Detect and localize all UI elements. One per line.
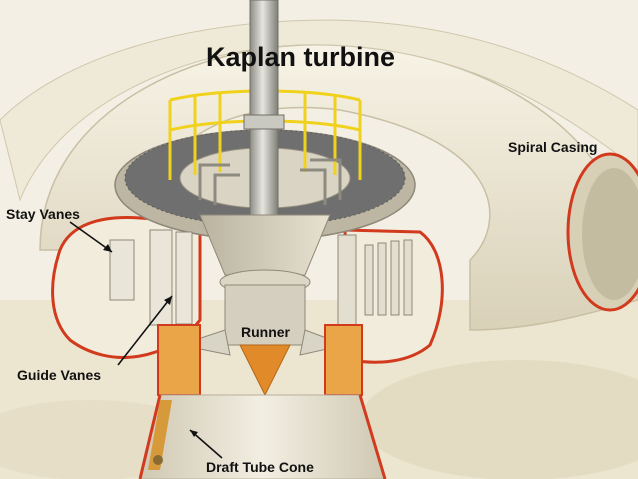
spiral-casing <box>0 19 638 364</box>
stay-vanes-leader <box>69 221 113 253</box>
label-guide-vanes: Guide Vanes <box>17 367 102 383</box>
deck-piping <box>198 158 342 205</box>
discharge-ring <box>157 324 363 396</box>
label-runner: Runner <box>241 324 290 340</box>
diagram-title: Kaplan turbine <box>206 42 396 72</box>
leader-lines <box>69 221 223 459</box>
label-spiral-casing: Spiral Casing <box>508 139 598 155</box>
label-stay-vanes: Stay Vanes <box>6 206 80 222</box>
guide-vanes-leader <box>117 295 173 366</box>
label-draft-tube-cone: Draft Tube Cone <box>206 459 314 475</box>
draft-tube-cone <box>138 394 387 479</box>
runner <box>178 284 347 397</box>
head-cover <box>199 214 331 295</box>
